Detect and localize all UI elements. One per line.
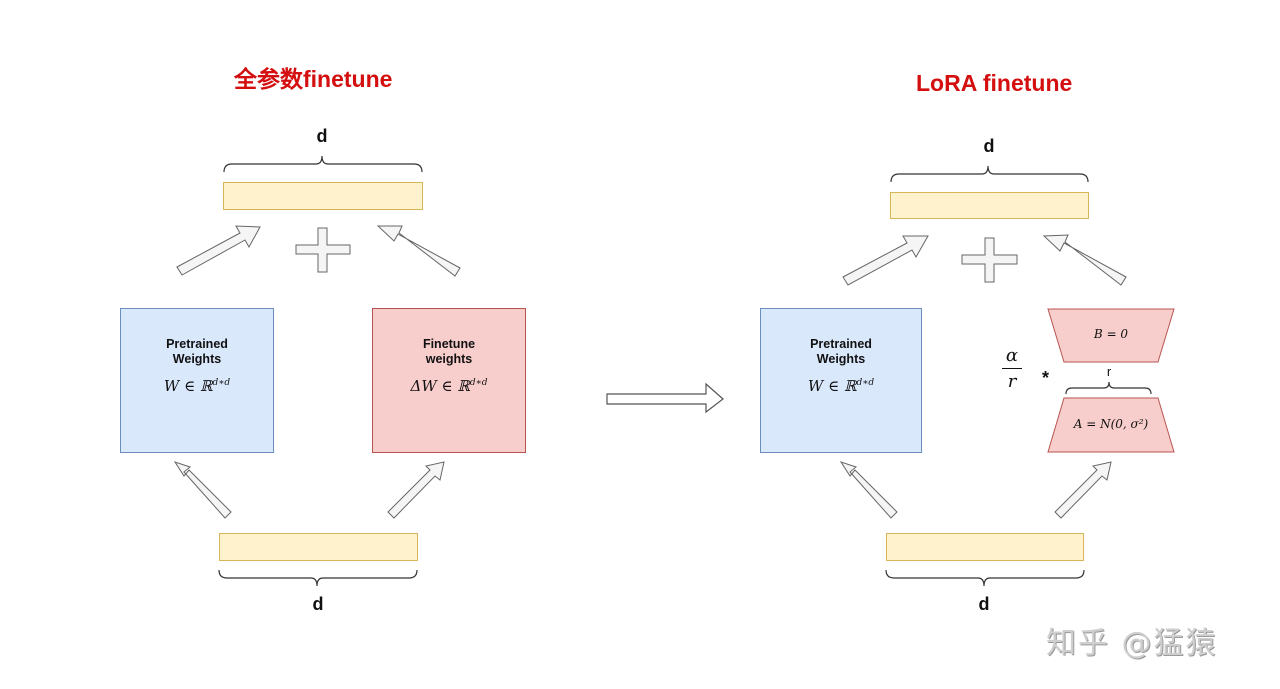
pretrained-weights-box-right: Pretrained Weights W ∈ ℝd∗d (760, 308, 922, 453)
arrow-pretrained-to-output-right (842, 235, 929, 286)
fraction-bar (1002, 368, 1022, 369)
scale-numerator: α (1005, 345, 1019, 366)
scale-fraction: α r (1002, 345, 1022, 392)
arrow-input-to-lora-right (1054, 461, 1112, 519)
input-vector-left (219, 533, 418, 561)
output-vector-right (890, 192, 1089, 219)
finetune-weights-box: Finetune weights ΔW ∈ ℝd∗d (372, 308, 526, 453)
multiply-symbol: * (1042, 368, 1050, 388)
pretrained-label-left: Pretrained Weights (166, 337, 228, 366)
finetune-formula: ΔW ∈ ℝd∗d (410, 377, 488, 395)
dim-label-top-right: d (983, 136, 995, 156)
rank-label: r (1106, 364, 1112, 379)
bottom-brace-right (885, 569, 1085, 587)
watermark: 知乎 @猛猿 (1046, 626, 1218, 661)
pretrained-weights-box-left: Pretrained Weights W ∈ ℝd∗d (120, 308, 274, 453)
plus-icon-right (961, 237, 1018, 283)
pretrained-label-right: Pretrained Weights (810, 337, 872, 366)
arrow-finetune-to-output-left (376, 225, 461, 277)
arrow-input-to-pretrained-left (173, 461, 232, 519)
transition-arrow (606, 382, 724, 414)
bottom-brace-left (218, 569, 418, 587)
pretrained-formula-left: W ∈ ℝd∗d (163, 377, 231, 395)
lora-a-matrix (1047, 397, 1175, 453)
rank-brace (1065, 381, 1152, 395)
scale-denominator: r (1007, 371, 1017, 392)
dim-label-bottom-left: d (312, 594, 324, 614)
title-full-finetune: 全参数finetune (234, 66, 393, 92)
top-brace-left (223, 155, 423, 173)
finetune-label: Finetune weights (422, 337, 476, 366)
pretrained-formula-right: W ∈ ℝd∗d (807, 377, 875, 395)
dim-label-bottom-right: d (978, 594, 990, 614)
top-brace-right (890, 165, 1089, 183)
dim-label-top-left: d (316, 126, 328, 146)
lora-a-formula: A = N(0, σ²) (1073, 417, 1149, 431)
arrow-input-to-pretrained-right (839, 461, 898, 519)
output-vector-left (223, 182, 423, 210)
lora-b-formula: B = 0 (1093, 327, 1129, 341)
arrow-pretrained-to-output-left (176, 225, 261, 276)
arrow-input-to-finetune-left (387, 461, 445, 519)
lora-b-matrix (1047, 308, 1175, 363)
arrow-lora-to-output-right (1042, 234, 1127, 286)
input-vector-right (886, 533, 1084, 561)
title-lora-finetune: LoRA finetune (916, 70, 1073, 96)
plus-icon-left (295, 227, 351, 273)
